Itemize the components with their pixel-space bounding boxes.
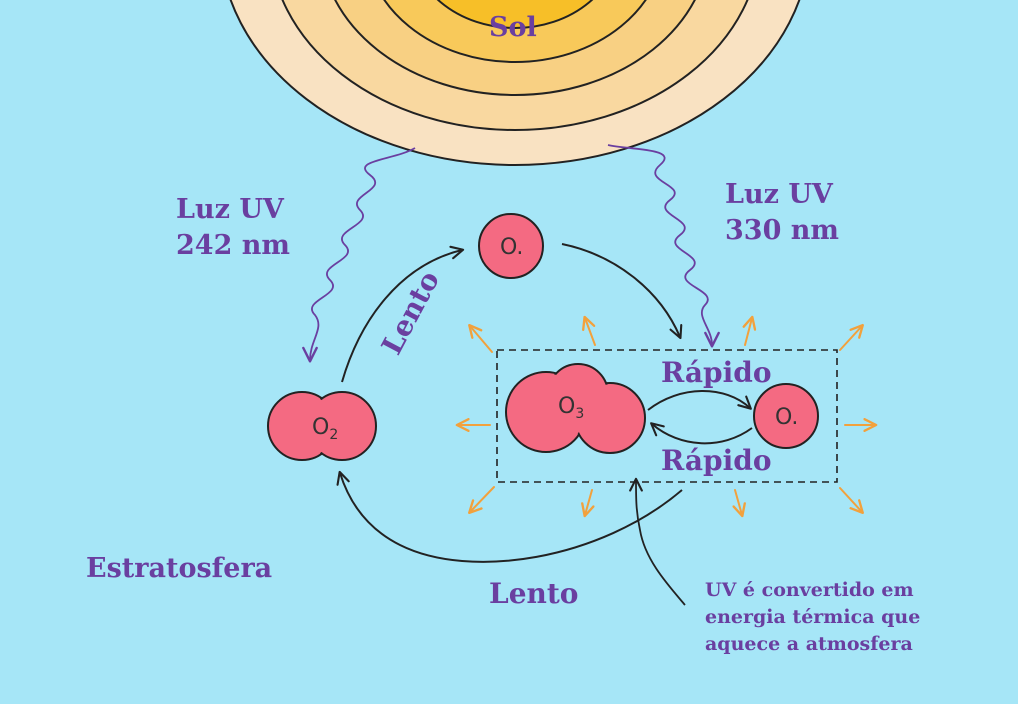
annotation-text: UV é convertido em energia térmica que a… xyxy=(705,577,920,658)
o3-formula: O3 xyxy=(558,394,584,422)
uv-left-label: Luz UV 242 nm xyxy=(176,192,290,264)
o2-symbol: O xyxy=(312,415,329,440)
uv-left-line2: 242 nm xyxy=(176,230,290,261)
fast-label-reverse: Rápido xyxy=(661,444,772,477)
heat-arrow xyxy=(742,315,757,346)
heat-arrows xyxy=(455,315,878,518)
heat-arrow xyxy=(581,489,595,518)
sun-label: Sol xyxy=(489,12,537,43)
heat-arrow xyxy=(582,315,596,346)
o3-subscript: 3 xyxy=(575,406,584,422)
reaction-box xyxy=(496,349,838,483)
molecule-o-right: O. xyxy=(753,383,819,449)
arrow-forward-fast xyxy=(647,390,752,411)
arrow-o2-to-o xyxy=(341,245,465,383)
heat-arrow xyxy=(468,323,493,353)
o3-symbol: O xyxy=(558,394,575,419)
annotation-line: UV é convertido em xyxy=(705,579,914,601)
molecule-o2: O2 xyxy=(267,391,377,461)
sun xyxy=(229,0,801,166)
molecule-o-top: O. xyxy=(478,213,544,279)
arrow-to-o2-bottom xyxy=(336,470,683,563)
uv-right-line1: Luz UV xyxy=(725,179,833,210)
arrow-reverse-fast xyxy=(650,422,753,445)
heat-arrow xyxy=(732,489,746,518)
annotation-line: aquece a atmosfera xyxy=(705,633,913,655)
heat-arrow xyxy=(468,486,495,515)
uv-ray-right xyxy=(607,144,720,348)
annotation-pointer xyxy=(629,477,686,606)
o2-formula: O2 xyxy=(312,415,338,443)
fast-label-forward: Rápido xyxy=(661,356,772,389)
slow-label-bottom: Lento xyxy=(489,577,579,610)
heat-arrow xyxy=(839,323,864,351)
uv-left-line1: Luz UV xyxy=(176,194,284,225)
o-top-symbol: O. xyxy=(500,235,523,260)
o2-subscript: 2 xyxy=(329,427,338,443)
uv-right-line2: 330 nm xyxy=(725,215,839,246)
stratosphere-label: Estratosfera xyxy=(86,553,273,584)
heat-arrow xyxy=(839,487,864,515)
o-right-symbol: O. xyxy=(775,405,798,430)
arrow-o-to-o3 xyxy=(561,243,683,340)
uv-right-label: Luz UV 330 nm xyxy=(725,177,839,249)
uv-ray-left xyxy=(302,147,416,363)
molecule-o3: O3 xyxy=(505,363,646,454)
annotation-line: energia térmica que xyxy=(705,606,921,628)
